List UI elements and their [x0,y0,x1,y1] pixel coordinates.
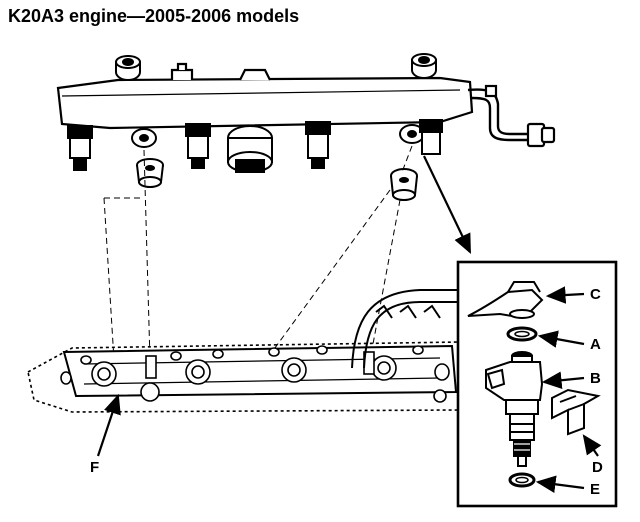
detail-pointer [423,155,471,254]
rail-bolts [115,53,437,148]
part-e-o-ring [508,472,536,488]
insulators [136,158,418,201]
injector-port-4 [371,355,397,381]
intake-manifold [27,341,471,413]
callout-arrows [535,286,602,494]
label-c: C [590,286,601,303]
fuel-rail [56,62,556,148]
label-a: A [590,336,601,353]
label-d: D [592,459,603,476]
injector-3 [305,121,331,169]
label-f: F [90,459,99,476]
part-a-o-ring [506,326,538,342]
rail-injectors [67,119,443,173]
injector-port-2 [185,359,211,385]
insulator-right [390,168,418,201]
injector-1 [67,125,93,171]
callout-labels: C A B D E F [90,286,603,498]
callout-f-arrow [96,393,121,457]
alignment-lines [103,145,413,361]
injector-detail-box [456,260,618,508]
bolt-left [115,55,141,81]
manifold-hoses [351,289,462,369]
injector-2 [185,123,211,169]
diagram-title: K20A3 engine—2005-2006 models [8,6,300,26]
label-b: B [590,370,601,387]
injector-port-3 [281,357,307,383]
stud-left [140,355,160,402]
part-c-rail-section [467,281,544,319]
part-b-injector [485,351,544,467]
injector-4 [419,119,443,155]
part-d-clip [551,388,601,436]
bolt-right [411,53,437,79]
insulator-left [136,158,164,188]
label-e: E [590,481,600,498]
injector-port-1 [91,361,117,387]
pulsation-damper [227,125,273,173]
